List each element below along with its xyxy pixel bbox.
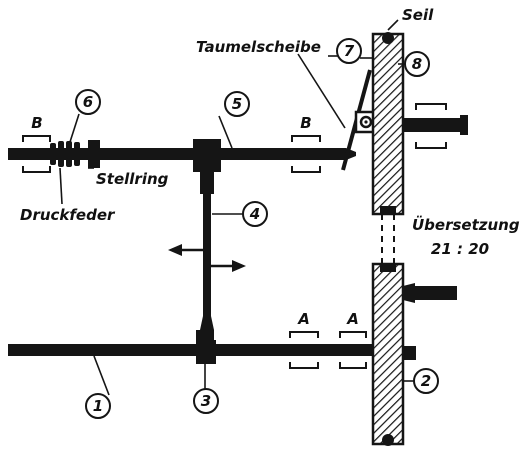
callout-2: 2 — [413, 368, 439, 394]
callout-8-label: 8 — [412, 55, 422, 73]
bearing-a-left: A — [289, 310, 319, 369]
rope-section-bottom — [382, 434, 394, 446]
lower-output-stub — [403, 283, 457, 303]
label-uebersetzung: Übersetzung — [412, 215, 520, 234]
label-druckfeder: Druckfeder — [20, 206, 116, 224]
callout-2-label: 2 — [421, 372, 431, 390]
bearing-b-right-label: B — [300, 114, 311, 132]
lower-pulley — [371, 262, 405, 446]
callout-7: 7 — [336, 38, 362, 64]
crank-journal — [196, 340, 216, 364]
label-ratio: 21 : 20 — [431, 240, 489, 258]
adjusting-ring — [88, 140, 100, 168]
callout-7-label: 7 — [344, 42, 355, 60]
rope-break — [381, 214, 395, 264]
callout-5-label: 5 — [232, 95, 242, 113]
upper-pulley — [371, 32, 405, 216]
bearing-b-left-label: B — [31, 114, 42, 132]
rope-section-top — [382, 32, 394, 44]
bearing-b-right: B — [291, 114, 321, 173]
callout-3-label: 3 — [201, 392, 211, 410]
callout-1: 1 — [85, 393, 111, 419]
label-taumelscheibe: Taumelscheibe — [196, 38, 321, 56]
compression-spring — [50, 141, 80, 167]
callout-5: 5 — [224, 91, 250, 117]
callout-8: 8 — [404, 51, 430, 77]
callout-4: 4 — [242, 201, 268, 227]
bearing-b-left: B — [22, 114, 51, 173]
callout-1-label: 1 — [93, 397, 103, 415]
callout-4-label: 4 — [249, 205, 260, 223]
swash-plate — [341, 69, 378, 171]
leader-lines — [59, 19, 414, 396]
callout-6-label: 6 — [83, 93, 93, 111]
upper-coupling-block — [193, 139, 221, 172]
callout-3: 3 — [193, 388, 219, 414]
label-seil: Seil — [402, 6, 434, 24]
connecting-rod — [196, 170, 214, 344]
label-stellring: Stellring — [96, 170, 169, 188]
callout-6: 6 — [75, 89, 101, 115]
upper-output-stub — [403, 103, 468, 149]
motion-arrows — [168, 244, 246, 272]
lower-shaft — [8, 344, 416, 360]
bearing-a-right-label: A — [346, 310, 359, 328]
bearing-a-left-label: A — [297, 310, 310, 328]
bearing-a-right: A — [339, 310, 367, 369]
